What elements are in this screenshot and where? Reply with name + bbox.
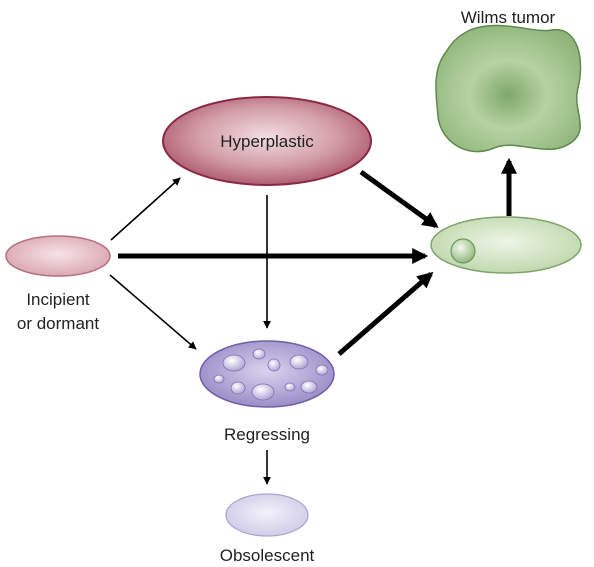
regressing-label: Regressing <box>224 425 310 444</box>
hyperplastic-node <box>162 96 372 186</box>
hyperplastic-label: Hyperplastic <box>220 132 314 151</box>
nephrogenic-rest-nodule <box>450 238 476 264</box>
incipient-node <box>5 235 111 277</box>
regressing-bubbles <box>213 348 329 401</box>
wilms-tumor-label: Wilms tumor <box>461 8 556 27</box>
incipient-label-line2: or dormant <box>17 314 99 333</box>
wilms-tumor-shape <box>435 24 582 153</box>
arrow-hyperplastic-to-nephrogenic-rest <box>359 169 439 229</box>
obsolescent-label: Obsolescent <box>220 546 315 565</box>
arrow-incipient-to-regressing <box>109 274 197 350</box>
incipient-label-line1: Incipient <box>26 290 90 309</box>
obsolescent-node <box>225 493 309 537</box>
arrow-incipient-to-hyperplastic <box>110 177 181 241</box>
arrow-regressing-to-nephrogenic-rest <box>337 271 434 356</box>
